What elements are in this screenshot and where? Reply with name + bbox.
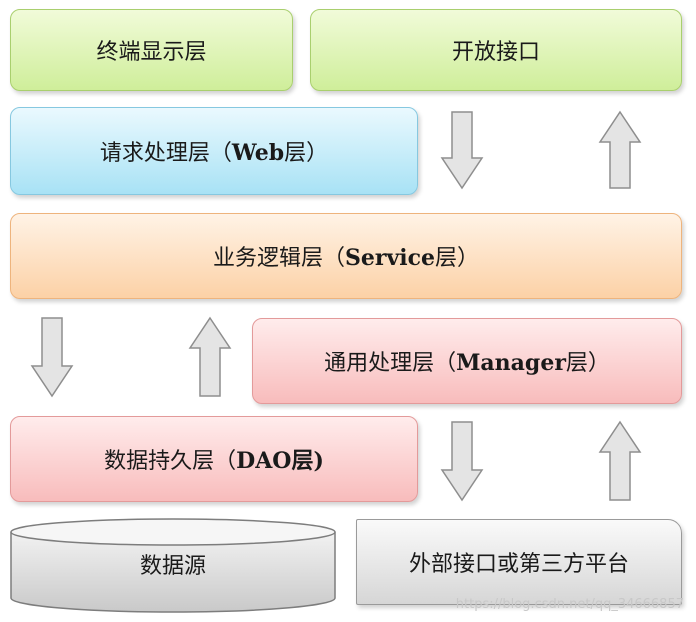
terminal-display-label: 终端显示层 bbox=[96, 40, 207, 65]
service-layer: 业务逻辑层（Service层） bbox=[10, 213, 682, 299]
down-arrow-icon bbox=[30, 317, 74, 398]
open-api-layer: 开放接口 bbox=[310, 9, 682, 91]
dao-layer: 数据持久层（DAO层) bbox=[10, 416, 418, 502]
web-layer: 请求处理层（Web层） bbox=[10, 107, 418, 195]
datasource-label: 数据源 bbox=[139, 554, 206, 579]
external-platform-layer: 外部接口或第三方平台 bbox=[356, 519, 682, 605]
web-layer-label: 请求处理层（Web层） bbox=[99, 140, 329, 166]
external-platform-label: 外部接口或第三方平台 bbox=[408, 552, 629, 577]
watermark-text: https://blog.csdn.net/qq_34666857 bbox=[455, 597, 684, 612]
open-api-label: 开放接口 bbox=[451, 40, 540, 65]
down-arrow-icon bbox=[440, 111, 484, 190]
dao-layer-label: 数据持久层（DAO层) bbox=[104, 448, 324, 474]
up-arrow-icon bbox=[598, 420, 642, 501]
manager-layer-label: 通用处理层（Manager层） bbox=[324, 350, 610, 376]
manager-layer: 通用处理层（Manager层） bbox=[252, 318, 682, 404]
up-arrow-icon bbox=[188, 316, 232, 397]
datasource-cylinder-icon bbox=[10, 518, 336, 613]
up-arrow-icon bbox=[598, 110, 642, 189]
down-arrow-icon bbox=[440, 421, 484, 502]
terminal-display-layer: 终端显示层 bbox=[10, 9, 293, 91]
service-layer-label: 业务逻辑层（Service层） bbox=[212, 245, 480, 271]
